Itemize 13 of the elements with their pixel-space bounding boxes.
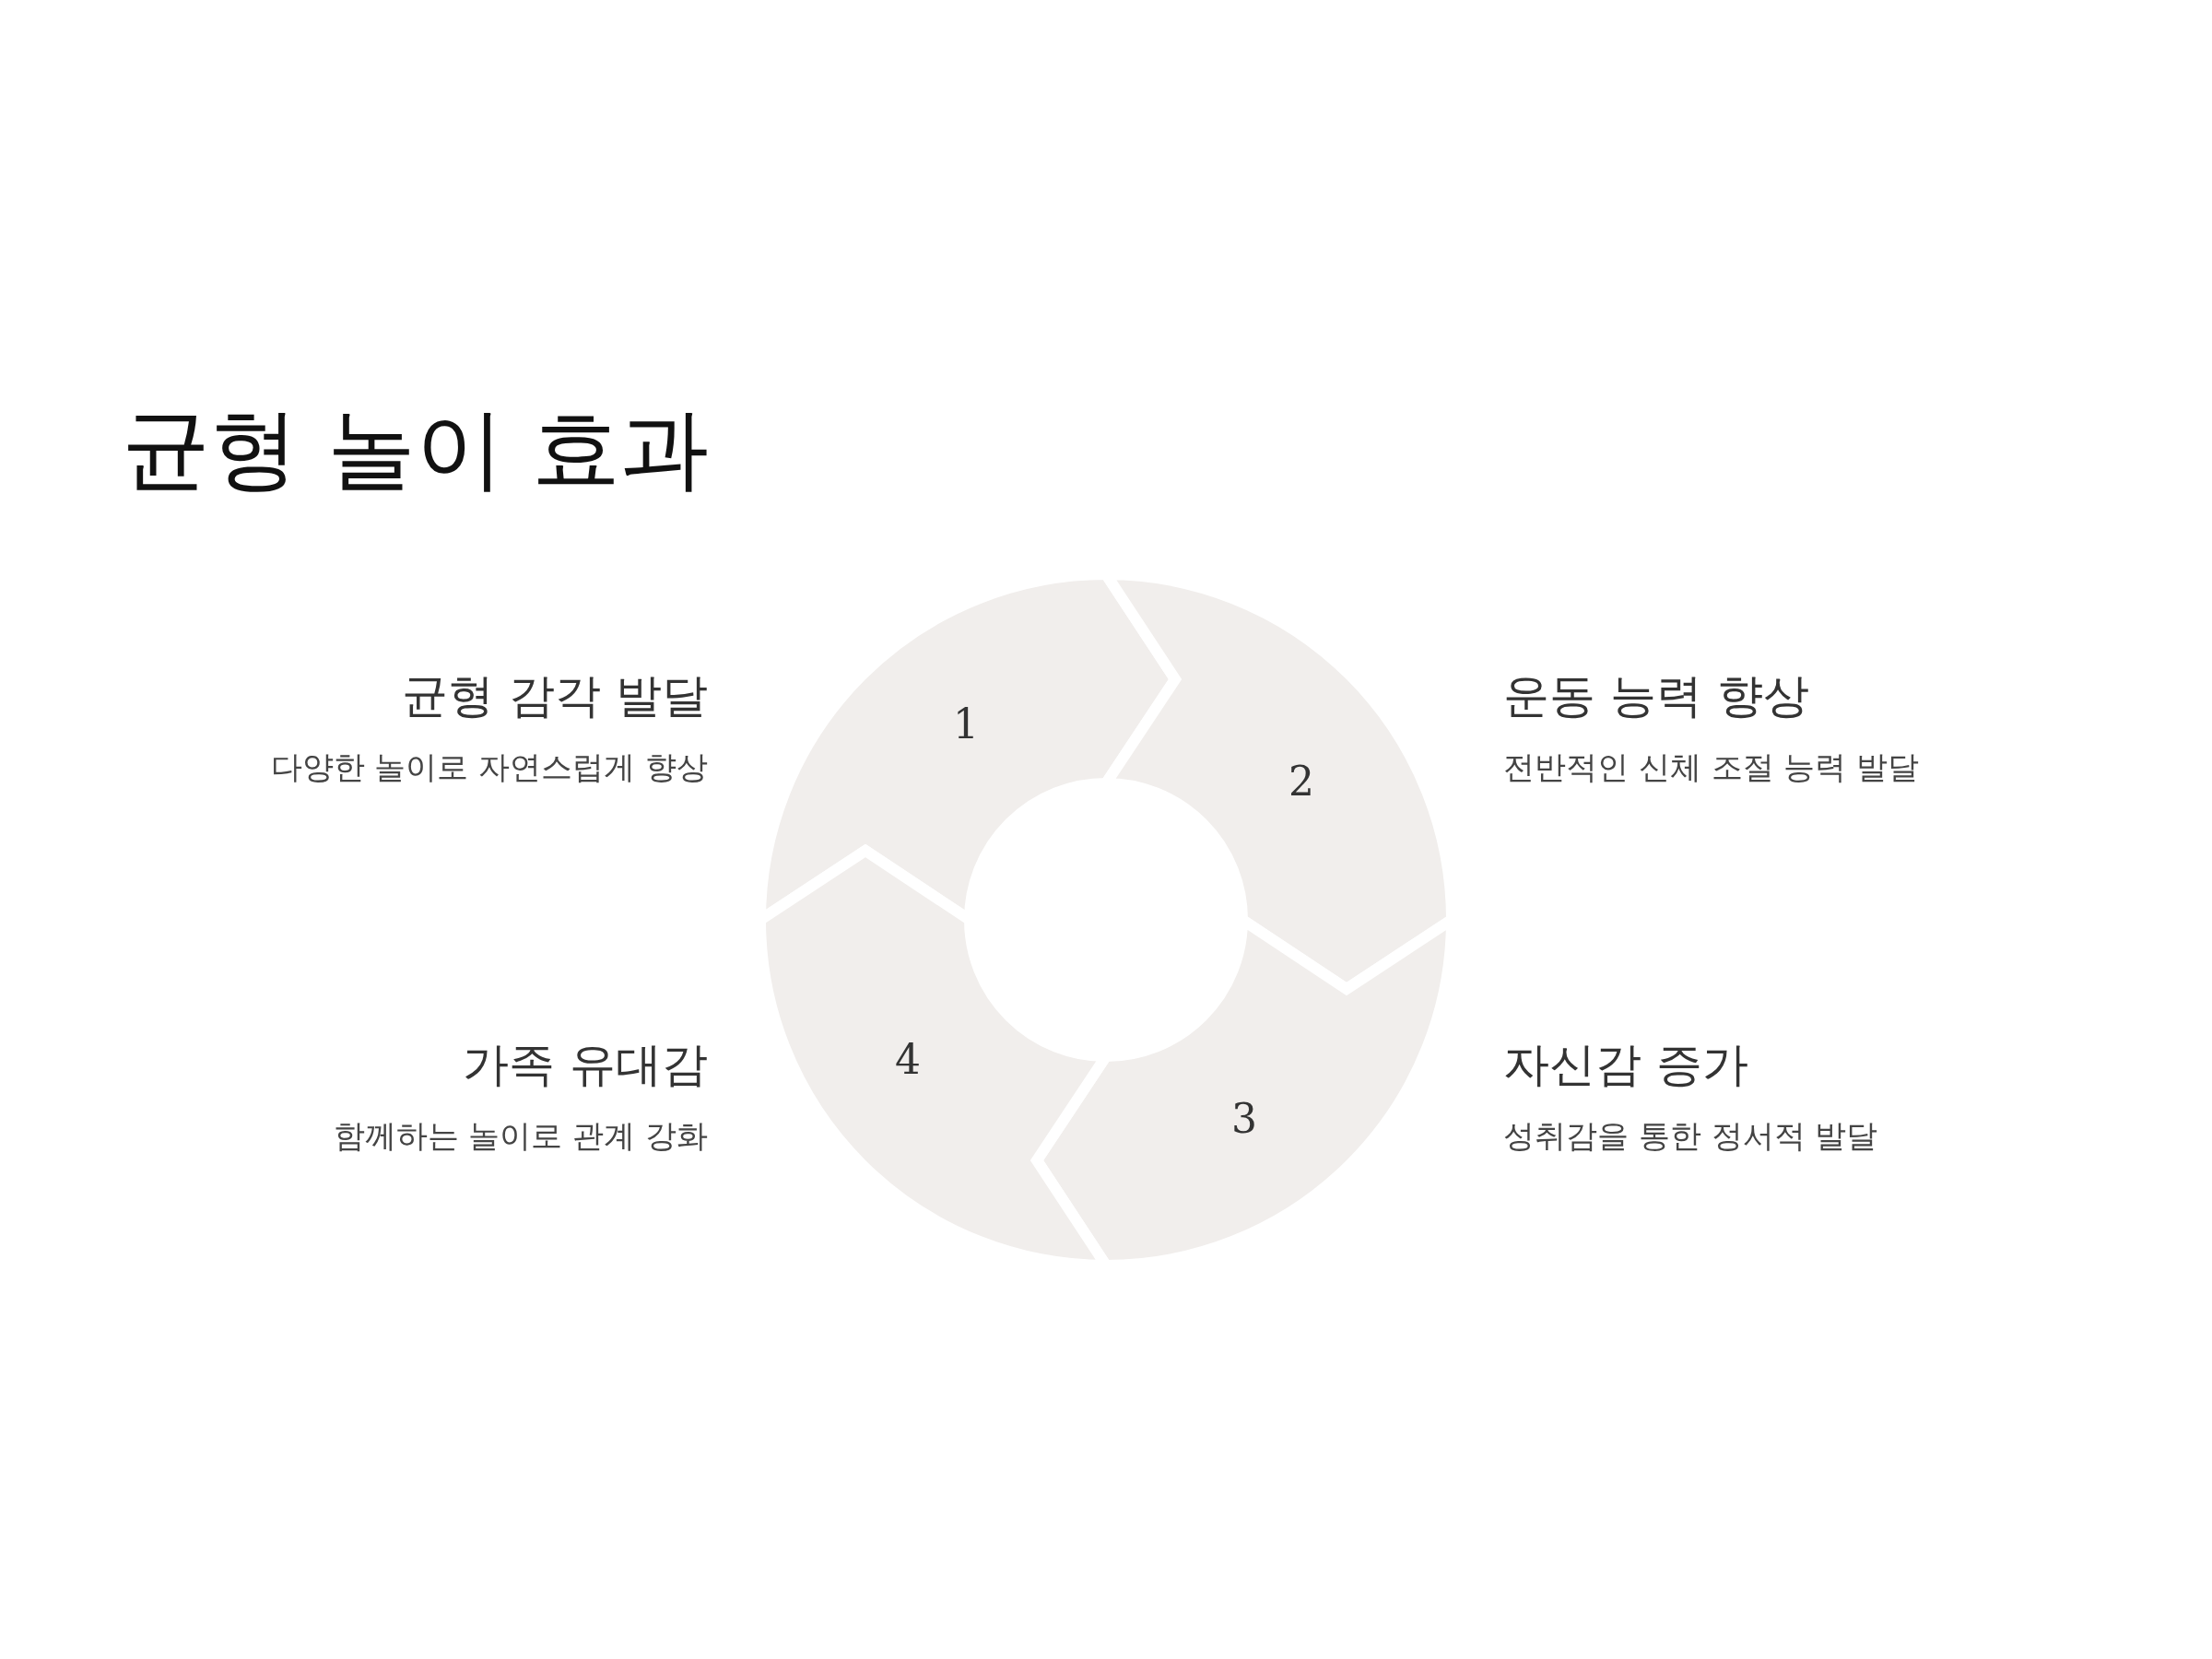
- effect-description: 다양한 놀이로 자연스럽게 향상: [270, 748, 708, 786]
- effect-description: 성취감을 통한 정서적 발달: [1503, 1117, 1878, 1155]
- effect-heading: 가족 유대감: [463, 1037, 708, 1092]
- effect-heading: 운동 능력 향상: [1503, 668, 1809, 724]
- effect-description: 함께하는 놀이로 관계 강화: [333, 1117, 708, 1155]
- effect-heading: 자신감 증가: [1503, 1037, 1748, 1092]
- effect-description: 전반적인 신체 조절 능력 발달: [1503, 748, 1920, 786]
- title: 균형 놀이 효과: [122, 396, 710, 502]
- step-number: 1: [953, 704, 979, 745]
- step-number: 4: [895, 1040, 921, 1080]
- effect-heading: 균형 감각 발달: [402, 668, 708, 724]
- step-number: 2: [1288, 761, 1314, 802]
- step-number: 3: [1231, 1099, 1257, 1139]
